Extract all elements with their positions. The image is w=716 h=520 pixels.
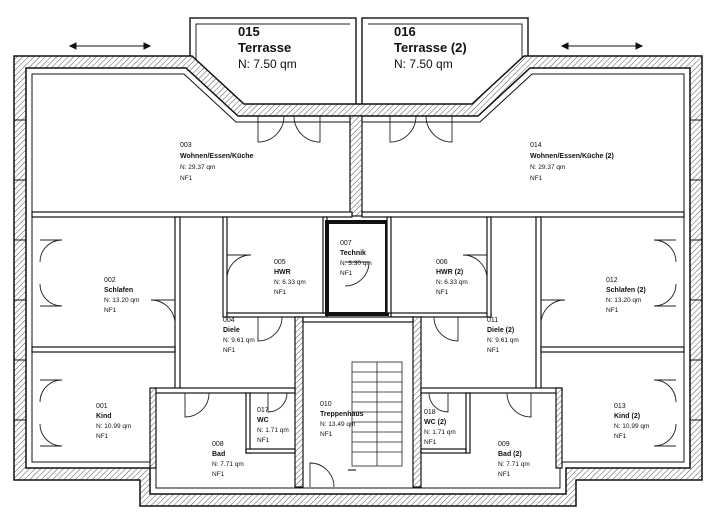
terrace-balconies xyxy=(189,17,529,108)
room-nf: NF1 xyxy=(436,289,449,296)
room-015-label: 015 Terrasse N: 7.50 qm xyxy=(238,24,297,71)
room-number: 018 xyxy=(424,409,436,416)
room-name: WC xyxy=(257,417,269,424)
room-013-label: 013 Kind (2) N: 10.99 qm NF1 xyxy=(614,403,649,440)
room-014-label: 014 Wohnen/Essen/Küche (2) N: 29.37 qm N… xyxy=(530,142,614,182)
room-name: Diele (2) xyxy=(487,327,514,334)
room-area: N: 6.33 qm xyxy=(274,279,306,286)
room-number: 009 xyxy=(498,441,510,448)
room-nf: NF1 xyxy=(320,431,333,438)
room-number: 001 xyxy=(96,403,108,410)
room-name: HWR xyxy=(274,269,291,276)
room-007-label: 007 Technik N: 3.30 qm NF1 xyxy=(340,240,372,277)
room-017-label: 017 WC N: 1.71 qm NF1 xyxy=(257,407,289,444)
room-nf: NF1 xyxy=(487,347,500,354)
room-name: Bad xyxy=(212,451,225,458)
room-nf: NF1 xyxy=(104,307,117,314)
room-name: Diele xyxy=(223,327,240,334)
room-area: N: 13.20 qm xyxy=(104,297,139,304)
room-name: Kind xyxy=(96,413,112,420)
room-number: 017 xyxy=(257,407,269,414)
doors xyxy=(39,115,677,488)
room-name: Technik xyxy=(340,250,366,257)
room-name: WC (2) xyxy=(424,419,446,426)
room-nf: NF1 xyxy=(340,270,353,277)
room-nf: NF1 xyxy=(530,175,543,182)
room-name: Wohnen/Essen/Küche (2) xyxy=(530,153,614,160)
room-nf: NF1 xyxy=(498,471,511,478)
staircase xyxy=(348,361,403,471)
room-nf: NF1 xyxy=(274,289,287,296)
room-number: 014 xyxy=(530,142,542,149)
room-number: 003 xyxy=(180,142,192,149)
room-name: HWR (2) xyxy=(436,269,463,276)
room-area: N: 6.33 qm xyxy=(436,279,468,286)
room-010-label: 010 Treppenhaus N: 13.49 qm NF1 xyxy=(320,401,364,438)
windows xyxy=(14,119,702,421)
room-area: N: 7.71 qm xyxy=(212,461,244,468)
room-nf: NF1 xyxy=(606,307,619,314)
room-nf: NF1 xyxy=(180,175,193,182)
room-area: N: 29.37 qm xyxy=(180,164,215,171)
room-number: 015 xyxy=(238,24,260,39)
room-name: Wohnen/Essen/Küche xyxy=(180,153,253,160)
room-name: Terrasse xyxy=(238,40,291,55)
room-area: N: 1.71 qm xyxy=(257,427,289,434)
room-area: N: 3.30 qm xyxy=(340,260,372,267)
room-number: 016 xyxy=(394,24,416,39)
room-number: 011 xyxy=(487,317,498,324)
room-nf: NF1 xyxy=(96,433,109,440)
room-area: N: 7.50 qm xyxy=(238,57,297,71)
room-number: 008 xyxy=(212,441,224,448)
room-area: N: 13.49 qm xyxy=(320,421,355,428)
room-area: N: 29.37 qm xyxy=(530,164,565,171)
room-number: 004 xyxy=(223,317,235,324)
room-name: Kind (2) xyxy=(614,413,640,420)
room-name: Schlafen (2) xyxy=(606,287,646,294)
room-008-label: 008 Bad N: 7.71 qm NF1 xyxy=(212,441,244,478)
room-name: Terrasse (2) xyxy=(394,40,467,55)
room-area: N: 1.71 qm xyxy=(424,429,456,436)
room-name: Bad (2) xyxy=(498,451,522,458)
room-nf: NF1 xyxy=(257,437,270,444)
room-002-label: 002 Schlafen N: 13.20 qm NF1 xyxy=(104,277,139,314)
room-number: 007 xyxy=(340,240,352,247)
room-nf: NF1 xyxy=(614,433,627,440)
interior-walls xyxy=(31,115,685,488)
room-018-label: 018 WC (2) N: 1.71 qm NF1 xyxy=(424,409,456,446)
room-004-label: 004 Diele N: 9.61 qm NF1 xyxy=(223,317,255,354)
room-number: 002 xyxy=(104,277,116,284)
room-nf: NF1 xyxy=(212,471,225,478)
room-name: Schlafen xyxy=(104,287,133,294)
room-016-label: 016 Terrasse (2) N: 7.50 qm xyxy=(394,24,467,71)
room-001-label: 001 Kind N: 10.99 qm NF1 xyxy=(96,403,131,440)
room-area: N: 9.61 qm xyxy=(487,337,519,344)
room-area: N: 10.99 qm xyxy=(96,423,131,430)
room-area: N: 10.99 qm xyxy=(614,423,649,430)
room-number: 013 xyxy=(614,403,626,410)
room-009-label: 009 Bad (2) N: 7.71 qm NF1 xyxy=(498,441,530,478)
room-005-label: 005 HWR N: 6.33 qm NF1 xyxy=(274,259,306,296)
room-area: N: 7.50 qm xyxy=(394,57,453,71)
room-nf: NF1 xyxy=(424,439,437,446)
room-003-label: 003 Wohnen/Essen/Küche N: 29.37 qm NF1 xyxy=(180,142,253,182)
room-nf: NF1 xyxy=(223,347,236,354)
room-number: 006 xyxy=(436,259,448,266)
room-012-label: 012 Schlafen (2) N: 13.20 qm NF1 xyxy=(606,277,646,314)
room-number: 012 xyxy=(606,277,618,284)
room-006-label: 006 HWR (2) N: 6.33 qm NF1 xyxy=(436,259,468,296)
room-area: N: 7.71 qm xyxy=(498,461,530,468)
room-labels: 015 Terrasse N: 7.50 qm 016 Terrasse (2)… xyxy=(96,24,649,478)
room-area: N: 9.61 qm xyxy=(223,337,255,344)
room-number: 005 xyxy=(274,259,286,266)
room-area: N: 13.20 qm xyxy=(606,297,641,304)
room-name: Treppenhaus xyxy=(320,411,364,418)
room-011-label: 011 Diele (2) N: 9.61 qm NF1 xyxy=(487,317,519,354)
slide-arrows xyxy=(68,42,644,50)
room-number: 010 xyxy=(320,401,332,408)
